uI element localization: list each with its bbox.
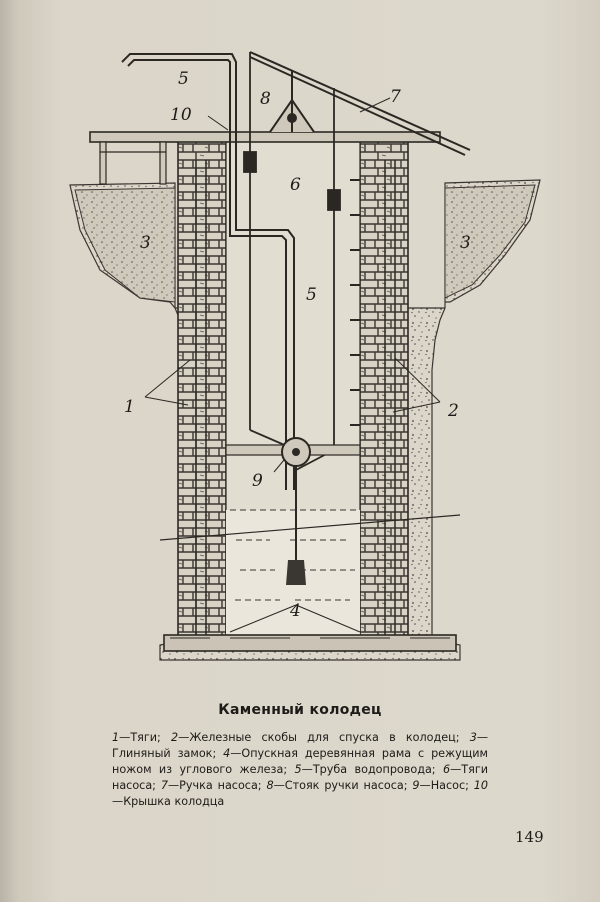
label-5-mid: 5 — [306, 285, 317, 305]
well-illustration: 5 8 7 10 6 3 3 5 1 2 9 4 — [69, 51, 541, 661]
pump-handle — [249, 51, 471, 156]
label-6: 6 — [290, 175, 301, 195]
pump — [225, 437, 361, 585]
page-number: 149 — [515, 828, 544, 846]
legend-item: 8—Стояк ручки насоса; — [266, 779, 408, 792]
clay-lock — [74, 184, 536, 303]
label-3-left: 3 — [140, 233, 151, 253]
legend-item: 6—Тяги насоса; — [112, 763, 489, 792]
legend-item: 9—Насос; — [412, 779, 469, 792]
label-7: 7 — [390, 87, 401, 107]
figure-caption-title: Каменный колодец — [218, 702, 382, 718]
label-1: 1 — [124, 397, 135, 417]
legend-item: 5—Труба водопровода; — [294, 763, 436, 776]
label-8: 8 — [260, 89, 271, 109]
figure-legend: 1—Тяги; 2—Железные скобы для спуска в ко… — [112, 730, 488, 810]
label-3-right: 3 — [460, 233, 471, 253]
label-2: 2 — [447, 401, 459, 421]
figure-labels: 5 8 7 10 6 3 3 5 1 2 9 4 — [124, 69, 471, 621]
water-pipe — [121, 53, 295, 490]
label-10: 10 — [170, 105, 192, 125]
legend-item: 10—Крышка колодца — [112, 779, 489, 808]
cutting-frame — [163, 634, 457, 652]
label-4: 4 — [289, 601, 301, 621]
legend-item: 2—Железные скобы для спуска в колодец; — [171, 731, 460, 744]
label-9: 9 — [252, 471, 263, 491]
legend-item: 1—Тяги; — [112, 731, 161, 744]
tie-rods — [195, 160, 396, 640]
iron-rungs — [350, 179, 360, 426]
legend-item: 4—Опускная деревянная рама с режущим нож… — [112, 747, 488, 776]
leader-lines — [144, 97, 441, 633]
legend-item: 7—Ручка насоса; — [160, 779, 262, 792]
label-5-top: 5 — [178, 69, 189, 89]
legend-item: 3—Глиняный замок; — [112, 731, 489, 760]
